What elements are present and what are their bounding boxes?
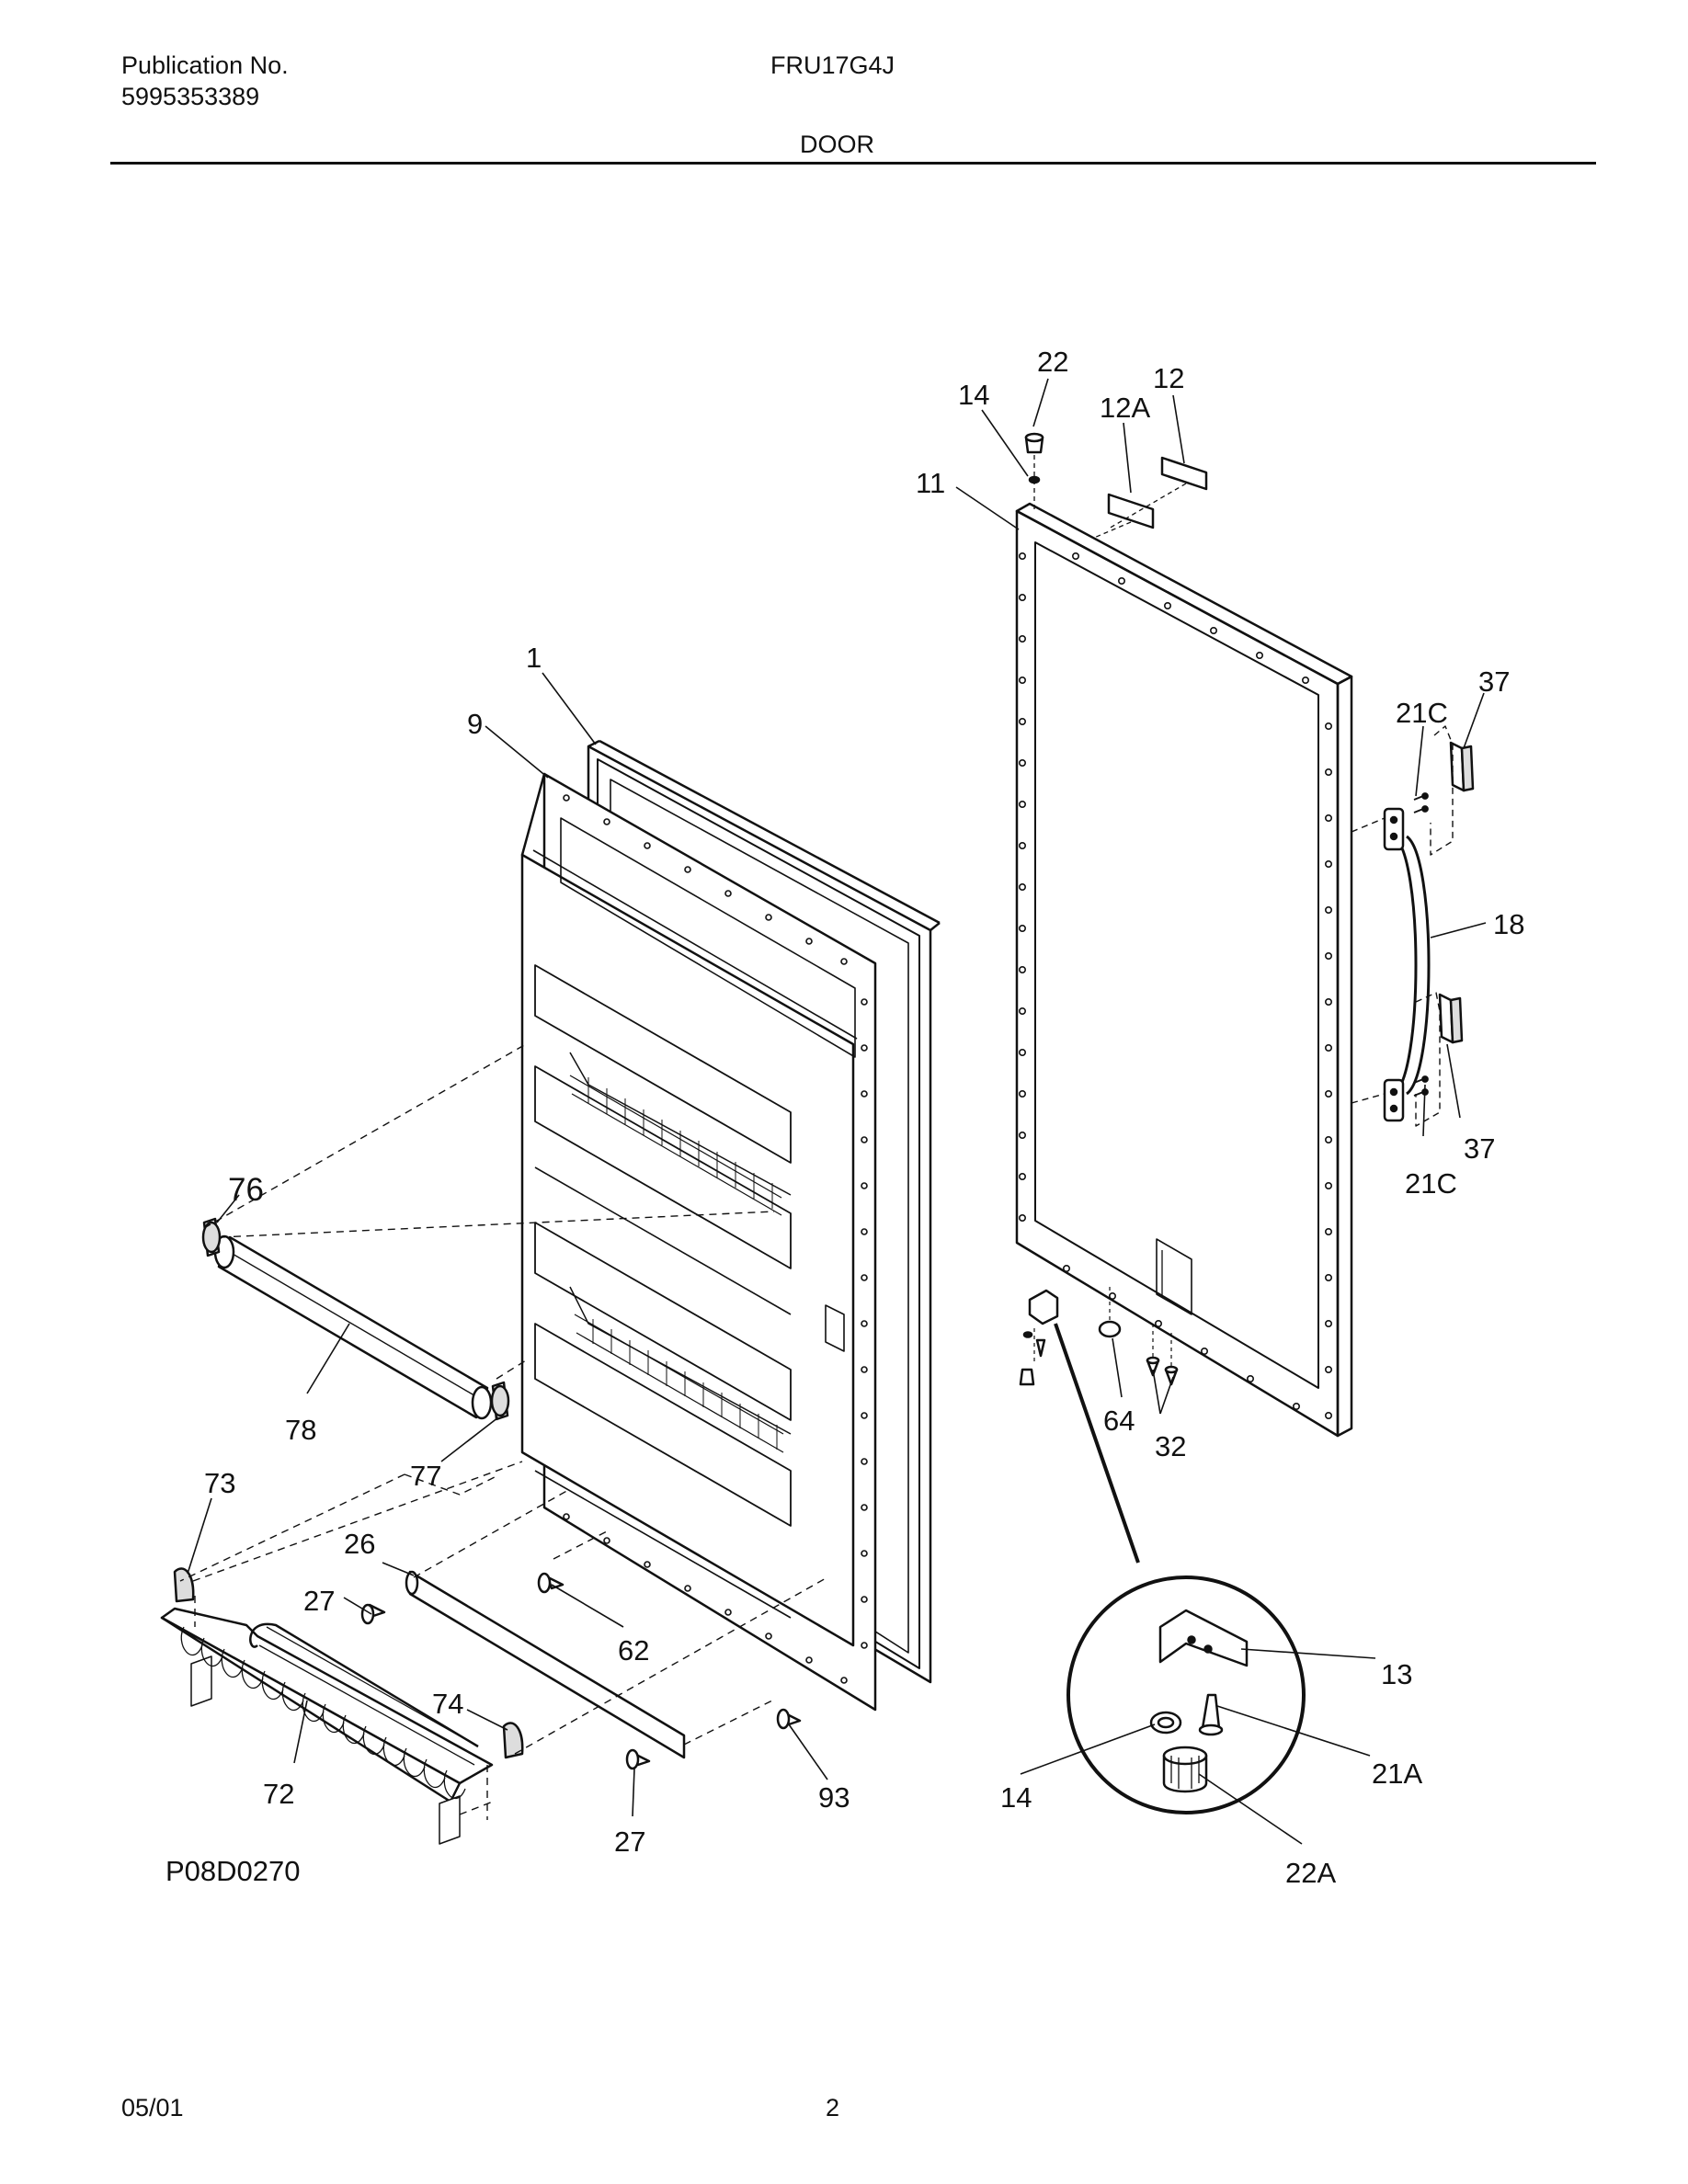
assembly-lines xyxy=(179,1043,828,1820)
handle-assembly-lines xyxy=(1351,725,1454,1127)
guard-wires xyxy=(180,1626,479,1800)
callout-26: 26 xyxy=(344,1528,375,1560)
callout-13: 13 xyxy=(1381,1658,1412,1690)
section-title: DOOR xyxy=(800,131,874,158)
callout-21c-bottom: 21C xyxy=(1405,1167,1457,1200)
callout-93: 93 xyxy=(818,1781,850,1814)
callout-62: 62 xyxy=(618,1634,649,1666)
publication-number: 5995353389 xyxy=(121,83,260,110)
callout-72: 72 xyxy=(263,1778,294,1810)
callout-64: 64 xyxy=(1103,1405,1135,1437)
model-number: FRU17G4J xyxy=(770,51,895,79)
footer-page-number: 2 xyxy=(826,2094,840,2121)
callout-14-top: 14 xyxy=(958,379,989,411)
callout-12: 12 xyxy=(1153,362,1184,394)
footer-date: 05/01 xyxy=(121,2094,184,2121)
callout-11: 11 xyxy=(916,467,945,499)
callout-22a: 22A xyxy=(1285,1857,1336,1889)
callout-22: 22 xyxy=(1037,346,1068,378)
detail-magnifier xyxy=(1066,1575,1306,1814)
callout-37-bottom: 37 xyxy=(1464,1132,1495,1165)
callout-12a: 12A xyxy=(1100,392,1150,424)
callout-9: 9 xyxy=(467,708,483,740)
shelf-retainer-bar xyxy=(213,1234,493,1420)
callout-18: 18 xyxy=(1493,908,1524,940)
callout-21a: 21A xyxy=(1372,1757,1422,1790)
callout-21c-top: 21C xyxy=(1396,697,1448,729)
callout-74: 74 xyxy=(432,1688,463,1720)
callout-78: 78 xyxy=(285,1414,316,1446)
drawing-number: P08D0270 xyxy=(165,1855,301,1887)
publication-label: Publication No. xyxy=(121,51,289,79)
outer-panel-screw-holes xyxy=(1019,552,1333,1420)
handle-end-caps xyxy=(1438,741,1475,1044)
header-rule xyxy=(110,162,1596,165)
callout-1: 1 xyxy=(526,642,542,674)
liner-screw-holes xyxy=(563,794,868,1684)
callout-76: 76 xyxy=(228,1172,264,1208)
retainer-end-caps xyxy=(201,1217,510,1421)
callout-27-left: 27 xyxy=(303,1585,335,1617)
leader-lines xyxy=(187,378,1487,1845)
callout-14-detail: 14 xyxy=(1000,1781,1032,1814)
door-handle xyxy=(1383,807,1431,1122)
callout-73: 73 xyxy=(204,1467,235,1499)
callout-32: 32 xyxy=(1155,1430,1186,1462)
outer-door-panel xyxy=(1015,502,1353,1438)
handle-screws xyxy=(1413,792,1429,1097)
bottom-hardware xyxy=(1019,1287,1179,1564)
callout-labels: 22 12 14 12A 11 1 37 9 21C 18 37 21C 76 … xyxy=(165,346,1524,1889)
callout-37-top: 37 xyxy=(1478,665,1510,698)
callout-27-bottom: 27 xyxy=(614,1826,645,1858)
top-hardware xyxy=(1024,432,1208,539)
inner-door-liner xyxy=(520,772,877,1712)
callout-77: 77 xyxy=(410,1460,441,1492)
